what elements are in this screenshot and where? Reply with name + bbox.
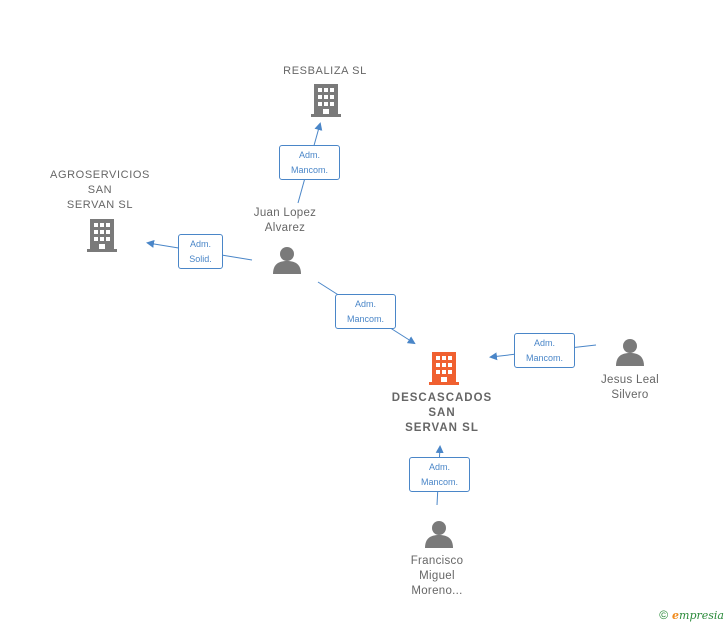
person-label-juan[interactable]: Juan Lopez Alvarez bbox=[253, 207, 317, 234]
relation-role: Adm. bbox=[533, 338, 555, 348]
relation-type: Mancom. bbox=[346, 314, 384, 324]
person-label-jesus[interactable]: Jesus Leal Silvero bbox=[601, 374, 659, 401]
company-label-descascados[interactable]: DESCASCADOS SAN SERVAN SL bbox=[391, 392, 493, 434]
relation-type: Mancom. bbox=[290, 165, 328, 175]
relation-role: Adm. bbox=[428, 462, 450, 472]
company-label-resbaliza[interactable]: RESBALIZA SL bbox=[283, 65, 367, 77]
building-icon bbox=[87, 219, 117, 252]
relation-box-juan-agroservicios: Adm. Solid. bbox=[178, 234, 223, 269]
person-icon bbox=[273, 247, 301, 274]
relation-type: Mancom. bbox=[420, 477, 458, 487]
relation-box-francisco-descascados: Adm. Mancom. bbox=[409, 457, 470, 492]
relation-type: Mancom. bbox=[525, 353, 563, 363]
company-label-agroservicios[interactable]: AGROSERVICIOS SAN SERVAN SL bbox=[50, 169, 150, 211]
main-building-icon bbox=[429, 352, 459, 385]
brand-logo[interactable]: empresia bbox=[672, 608, 724, 622]
building-icon bbox=[311, 84, 341, 117]
relation-box-juan-resbaliza: Adm. Mancom. bbox=[279, 145, 340, 180]
person-icon bbox=[616, 339, 644, 366]
relation-type: Solid. bbox=[189, 254, 212, 264]
relation-role: Adm. bbox=[189, 239, 211, 249]
footer-brand: © empresia bbox=[659, 608, 724, 622]
copyright-icon: © bbox=[659, 608, 669, 622]
relation-box-juan-descascados: Adm. Mancom. bbox=[335, 294, 396, 329]
person-icon bbox=[425, 521, 453, 548]
relation-role: Adm. bbox=[298, 150, 320, 160]
person-label-francisco[interactable]: Francisco Miguel Moreno... bbox=[410, 555, 464, 597]
relation-box-jesus-descascados: Adm. Mancom. bbox=[514, 333, 575, 368]
relation-role: Adm. bbox=[354, 299, 376, 309]
